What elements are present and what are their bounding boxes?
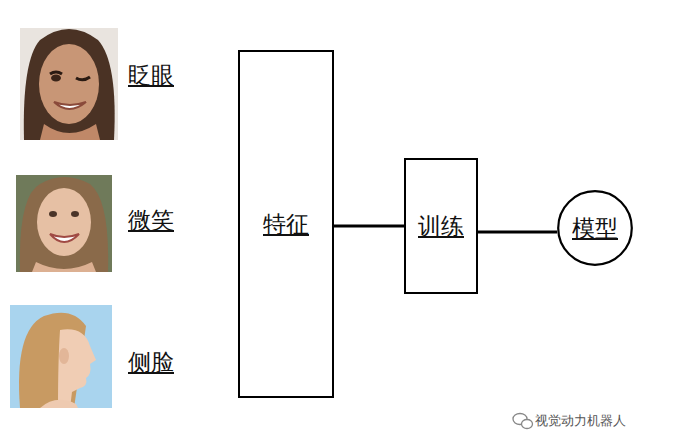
smiling-face-photo bbox=[16, 175, 112, 272]
node-text: 训练 bbox=[418, 211, 464, 242]
model-circle: 模型 bbox=[557, 190, 633, 266]
watermark: 视觉动力机器人 bbox=[535, 412, 626, 430]
node-text: 模型 bbox=[572, 213, 618, 244]
process-box: 特征 bbox=[238, 50, 334, 398]
expression-label: 侧脸 bbox=[128, 347, 174, 378]
expression-label: 眨眼 bbox=[128, 60, 174, 91]
connector-line bbox=[334, 226, 404, 227]
connector-line bbox=[478, 232, 557, 233]
wechat-icon bbox=[513, 414, 533, 429]
process-box: 训练 bbox=[404, 158, 478, 294]
expression-label: 微笑 bbox=[128, 205, 174, 236]
winking-face-photo bbox=[20, 28, 118, 140]
node-text: 特征 bbox=[263, 209, 309, 240]
side-face-photo bbox=[10, 305, 112, 408]
